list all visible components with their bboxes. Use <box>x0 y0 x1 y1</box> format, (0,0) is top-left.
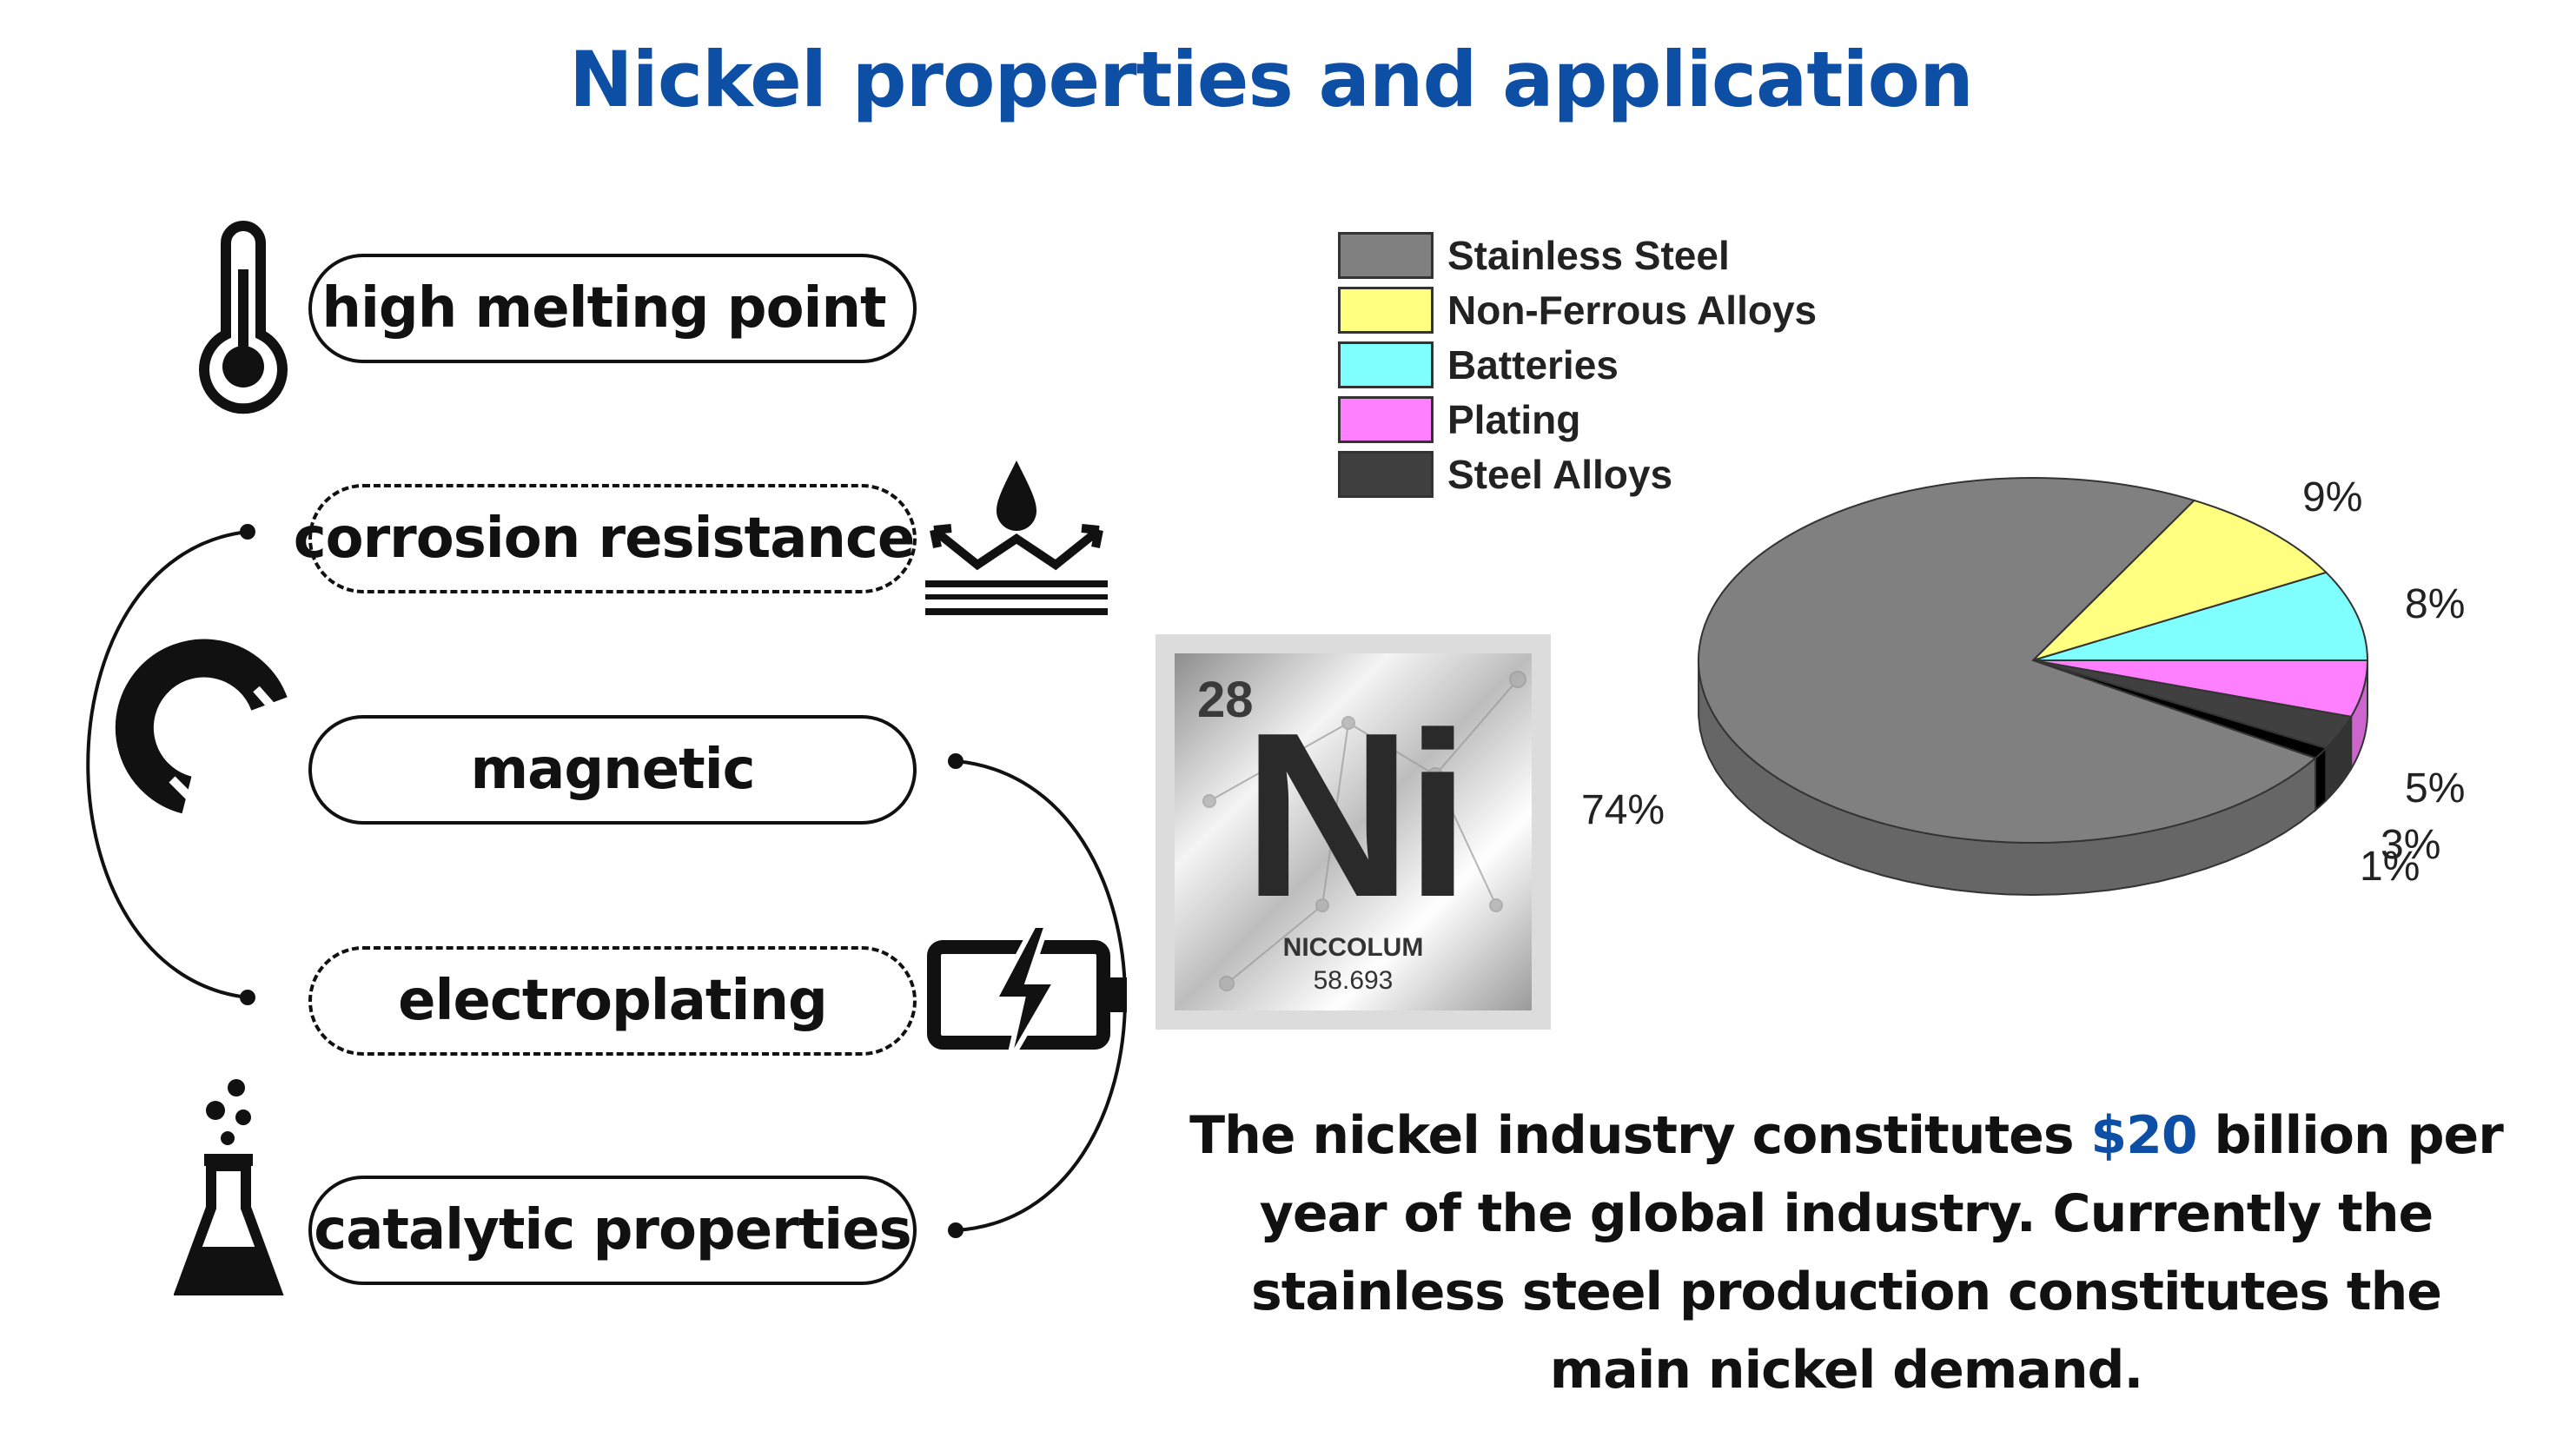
molecule-pattern <box>1202 671 1526 991</box>
nickel-element-card: 28 Ni NICCOLUM 58.693 <box>1156 634 1551 1030</box>
property-corrosion-resistance: corrosion resistance <box>294 484 917 593</box>
property-magnetic: magnetic <box>308 715 917 825</box>
pie-slice-batteries <box>2032 571 2369 661</box>
pie-slice-non-ferrous-alloys <box>2032 499 2328 661</box>
legend-swatch <box>1338 286 1434 334</box>
industry-description: The nickel industry constitutes $20 bill… <box>1189 1105 2504 1401</box>
legend-item-plating: Plating <box>1338 392 1817 447</box>
pie-label-stainless-steel: 74% <box>1581 787 1665 833</box>
legend-item-steel-alloys: Steel Alloys <box>1338 447 1817 501</box>
legend-swatch <box>1338 231 1434 279</box>
atomic-mass: 58.693 <box>1313 966 1394 995</box>
pie-label-non-ferrous-alloys: 9% <box>2302 474 2363 520</box>
water-drop-icon <box>925 460 1108 615</box>
legend-item-stainless-steel: Stainless Steel <box>1338 228 1817 282</box>
revenue-highlight: $20 <box>2090 1105 2197 1166</box>
pie-label-plating: 5% <box>2405 765 2466 812</box>
legend-swatch <box>1338 450 1434 498</box>
legend-item-batteries: Batteries <box>1338 337 1817 392</box>
property-high-melting-point: high melting point <box>308 254 917 363</box>
element-name: NICCOLUM <box>1282 933 1424 962</box>
element-tile: 28 Ni NICCOLUM 58.693 <box>1175 653 1532 1010</box>
property-catalytic-properties: catalytic properties <box>308 1176 917 1285</box>
pie-slice-stainless-steel <box>1698 477 2318 844</box>
property-electroplating: electroplating <box>308 946 917 1056</box>
thermometer-icon <box>199 221 288 414</box>
pie-label-steel-alloys: 3% <box>2381 822 2441 868</box>
pie-label-batteries: 8% <box>2405 581 2466 627</box>
page-title: Nickel properties and application <box>569 35 1974 124</box>
element-symbol: Ni <box>1242 685 1471 946</box>
chart-legend: Stainless Steel Non-Ferrous Alloys Batte… <box>1338 228 1817 501</box>
flask-icon <box>174 1079 284 1295</box>
atomic-number: 28 <box>1197 672 1254 728</box>
legend-swatch <box>1338 341 1434 388</box>
battery-charging-icon <box>927 923 1127 1066</box>
magnet-icon <box>115 639 288 814</box>
pie-label-other: 1% <box>2360 844 2420 890</box>
legend-item-non-ferrous-alloys: Non-Ferrous Alloys <box>1338 282 1817 337</box>
legend-swatch <box>1338 395 1434 443</box>
